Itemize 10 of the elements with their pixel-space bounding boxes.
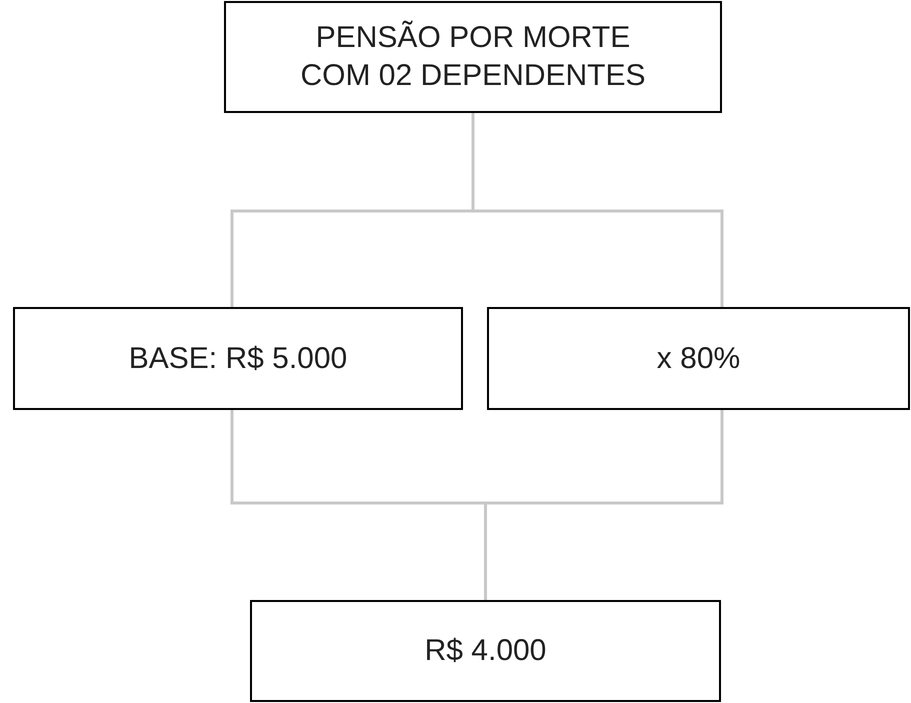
box-label: x 80% xyxy=(656,340,740,376)
process-box xyxy=(224,1,722,113)
box-label: PENSÃO POR MORTE COM 02 DEPENDENTES xyxy=(299,20,647,94)
process-box xyxy=(13,307,463,410)
process-box xyxy=(250,600,721,702)
connector-line xyxy=(472,113,724,307)
process-box xyxy=(487,307,910,410)
connector-line xyxy=(484,410,724,600)
box-label: R$ 4.000 xyxy=(424,633,546,669)
box-label: BASE: R$ 5.000 xyxy=(128,340,348,376)
